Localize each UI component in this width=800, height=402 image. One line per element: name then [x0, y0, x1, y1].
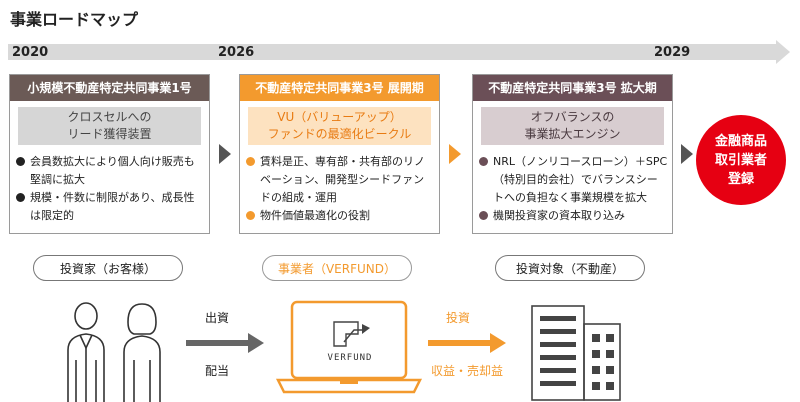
stage-card-1: 小規模不動産特定共同事業1号 クロスセルへの リード獲得装置 会員数拡大により個… [9, 74, 210, 234]
stage-subtitle-2: VU（バリューアップ） ファンドの最適化ビークル [248, 107, 431, 145]
invest-arrow-icon [186, 333, 264, 353]
dividend-label: 配当 [205, 364, 230, 378]
bullet-dot-icon [246, 211, 255, 220]
chevron-right-icon [219, 144, 231, 164]
stage-subtitle-1: クロスセルへの リード獲得装置 [18, 107, 201, 145]
stage-subtitle-2-line-2: ファンドの最適化ビークル [267, 127, 412, 141]
stage-subtitle-1-line-2: リード獲得装置 [67, 127, 152, 141]
investment-label: 投資 [446, 311, 471, 325]
timeline-bar [8, 44, 778, 60]
list-item: NRL（ノンリコースローン）＋SPC（特別目的会社）でバランスシートへの負担なく… [479, 153, 668, 207]
list-item: 規模・件数に制限があり、成長性は限定的 [16, 189, 205, 225]
list-item: 機関投資家の資本取り込み [479, 207, 668, 225]
stage-card-2: 不動産特定共同事業3号 展開期 VU（バリューアップ） ファンドの最適化ビークル… [239, 74, 440, 234]
stage-header-3: 不動産特定共同事業3号 拡大期 [473, 75, 672, 101]
role-investor-pill: 投資家（お客様） [33, 255, 183, 281]
goal-badge-line-2: 取引業者 [714, 152, 767, 168]
timeline-year-2029: 2029 [654, 45, 691, 60]
bullet-dot-icon [246, 157, 255, 166]
investment-arrow-icon [428, 333, 506, 353]
timeline-year-2026: 2026 [218, 45, 255, 60]
stage-bullets-3: NRL（ノンリコースローン）＋SPC（特別目的会社）でバランスシートへの負担なく… [479, 153, 668, 225]
stage-subtitle-1-line-1: クロスセルへの [67, 110, 152, 124]
page-title: 事業ロードマップ [10, 10, 139, 29]
stage-card-3: 不動産特定共同事業3号 拡大期 オフバランスの 事業拡大エンジン NRL（ノンリ… [472, 74, 673, 234]
list-item: 会員数拡大により個人向け販売も堅調に拡大 [16, 153, 205, 189]
stage-header-2: 不動産特定共同事業3号 展開期 [240, 75, 439, 101]
goal-badge-line-1: 金融商品 [714, 133, 767, 149]
chevron-right-icon [681, 144, 693, 164]
bullet-dot-icon [479, 157, 488, 166]
timeline-arrow-tip [776, 40, 790, 64]
list-item: 物件価値最適化の役割 [246, 207, 435, 225]
laptop-icon [275, 300, 423, 394]
stage-bullets-1: 会員数拡大により個人向け販売も堅調に拡大 規模・件数に制限があり、成長性は限定的 [16, 153, 205, 225]
role-target-pill: 投資対象（不動産） [495, 255, 645, 281]
stage-subtitle-3: オフバランスの 事業拡大エンジン [481, 107, 664, 145]
chevron-right-icon [449, 144, 461, 164]
bullet-dot-icon [16, 157, 25, 166]
laptop-logo-text: VERFUND [327, 353, 373, 363]
goal-badge-line-3: 登録 [727, 171, 754, 187]
investors-icon [67, 302, 161, 402]
invest-label: 出資 [205, 311, 230, 325]
stage-header-1: 小規模不動産特定共同事業1号 [10, 75, 209, 101]
stage-subtitle-3-line-2: 事業拡大エンジン [524, 127, 621, 141]
stage-subtitle-2-line-1: VU（バリューアップ） [277, 110, 402, 124]
bullet-dot-icon [479, 211, 488, 220]
bullet-dot-icon [16, 193, 25, 202]
stage-subtitle-3-line-1: オフバランスの [530, 110, 615, 124]
returns-label: 収益・売却益 [431, 364, 504, 378]
list-item: 賃料是正、専有部・共有部のリノベーション、開発型シードファンドの組成・運用 [246, 153, 435, 207]
building-icon [531, 305, 621, 401]
goal-badge: 金融商品 取引業者 登録 [696, 115, 786, 205]
timeline-year-2020: 2020 [12, 45, 49, 60]
stage-bullets-2: 賃料是正、専有部・共有部のリノベーション、開発型シードファンドの組成・運用 物件… [246, 153, 435, 225]
role-operator-pill: 事業者（VERFUND） [262, 255, 412, 281]
